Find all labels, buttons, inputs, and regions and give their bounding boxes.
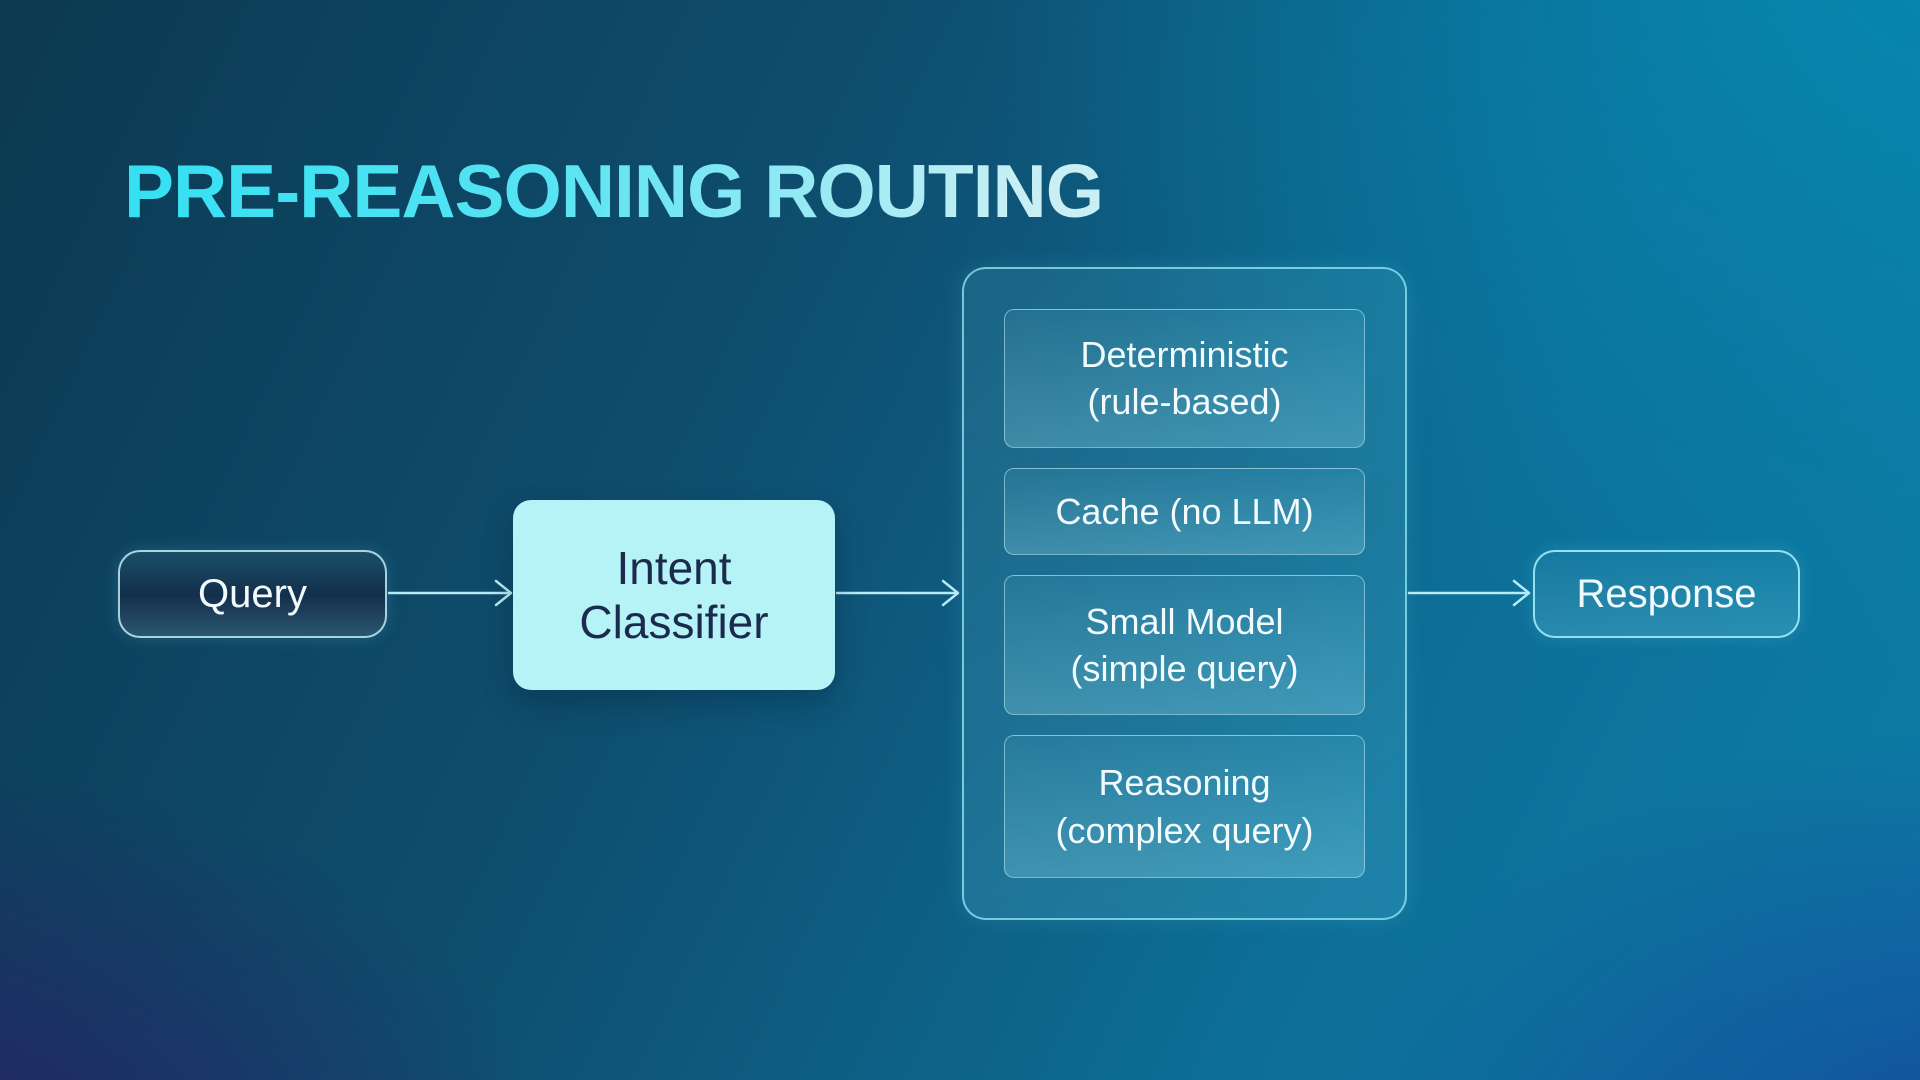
node-response-label: Response: [1576, 571, 1757, 616]
node-intent-classifier-label: Intent Classifier: [579, 541, 769, 648]
page-title: PRE-REASONING ROUTING: [124, 149, 1104, 234]
node-query-label: Query: [198, 571, 307, 616]
arrow-classifier-to-routes: [835, 579, 960, 607]
routes-group: Deterministic (rule-based) Cache (no LLM…: [962, 267, 1407, 920]
route-option-small-model: Small Model (simple query): [1004, 575, 1365, 716]
route-option-cache: Cache (no LLM): [1004, 467, 1365, 556]
route-option-reasoning: Reasoning (complex query): [1004, 735, 1365, 878]
arrow-routes-to-response: [1407, 579, 1531, 607]
arrow-query-to-classifier: [387, 579, 513, 607]
node-intent-classifier: Intent Classifier: [513, 500, 835, 690]
node-response: Response: [1533, 550, 1800, 638]
node-query: Query: [118, 550, 387, 638]
route-option-deterministic: Deterministic (rule-based): [1004, 309, 1365, 448]
